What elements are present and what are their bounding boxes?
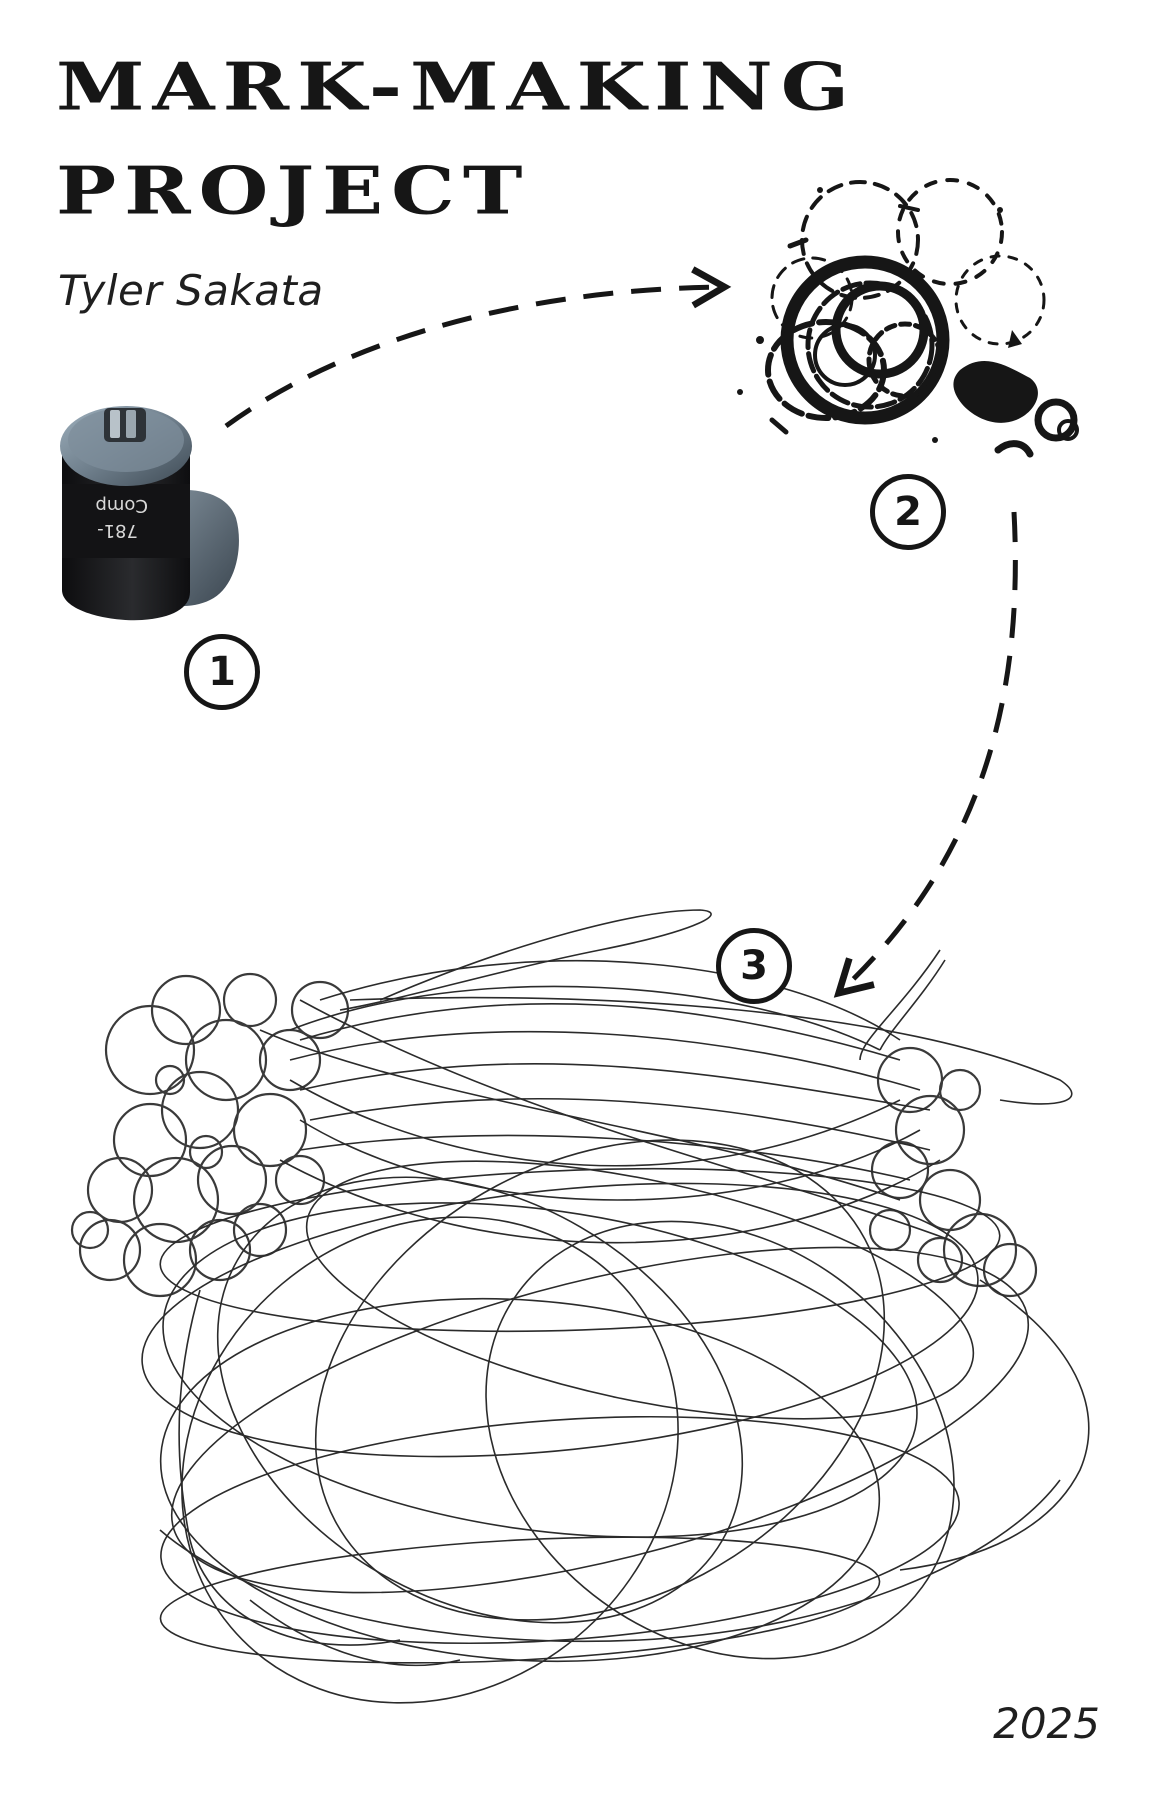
scribble-drawing xyxy=(70,909,1090,1704)
dashed-arrow-2-to-3 xyxy=(833,511,1018,998)
step-2-badge: 2 xyxy=(870,474,946,550)
marker-tool-image: Comp 781- xyxy=(60,406,239,621)
ink-blot-image xyxy=(737,178,1079,458)
step-3-badge: 3 xyxy=(716,928,792,1004)
title-line-1: MARK-MAKING xyxy=(56,48,858,126)
year-label: 2025 xyxy=(993,1699,1100,1748)
dashed-arrow-1-to-2 xyxy=(224,266,732,429)
tool-label-line1: Comp xyxy=(95,495,148,516)
poster-title: MARK-MAKING PROJECT xyxy=(56,44,1036,252)
tool-label-line2: 781- xyxy=(97,520,138,541)
author-name: Tyler Sakata xyxy=(58,266,324,315)
step-1-badge: 1 xyxy=(184,634,260,710)
title-line-2: PROJECT xyxy=(56,152,531,230)
